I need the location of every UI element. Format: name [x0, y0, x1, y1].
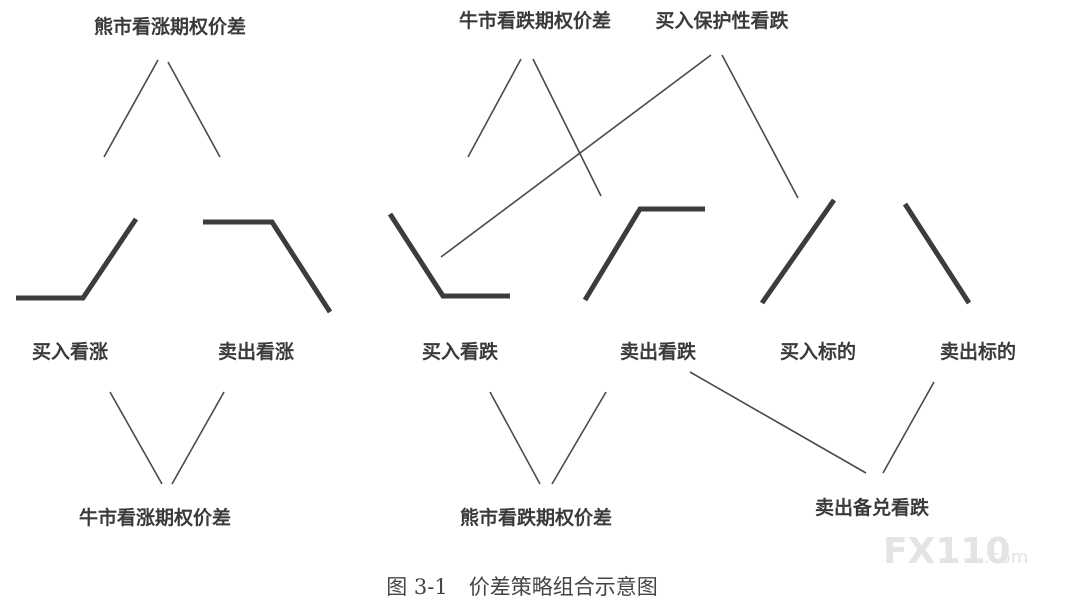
label-short-underlying: 卖出标的	[940, 340, 1016, 363]
label-bull-put-spread: 牛市看跌期权价差	[459, 9, 611, 32]
watermark-brand: FX110	[883, 531, 1011, 572]
connector-bear-call-right	[167, 61, 221, 158]
label-bear-put-spread: 熊市看跌期权价差	[460, 506, 612, 529]
label-bear-call-spread: 熊市看涨期权价差	[94, 15, 246, 38]
figure-caption: 图 3-1 价差策略组合示意图	[386, 575, 658, 599]
payoff-long-call	[16, 217, 139, 301]
label-long-call: 买入看涨	[32, 341, 108, 363]
payoff-short-underlying	[902, 202, 972, 305]
connector-protective-put-left	[440, 54, 712, 258]
watermark-suffix: .com	[984, 547, 1028, 568]
label-covered-put: 卖出备兑看跌	[815, 496, 930, 519]
label-long-put: 买入看跌	[422, 340, 499, 363]
label-bull-call-spread: 牛市看涨期权价差	[79, 506, 231, 529]
label-short-put: 卖出看跌	[620, 340, 697, 363]
connector-bull-put-left	[467, 58, 522, 158]
connector-bear-put-left	[489, 391, 541, 485]
connector-bull-call-left	[109, 391, 163, 485]
payoff-long-put	[387, 212, 510, 299]
connector-bear-call-left	[103, 59, 159, 158]
connector-covered-put-left	[689, 371, 867, 474]
label-protective-put: 买入保护性看跌	[655, 9, 789, 32]
connector-bear-put-right	[551, 391, 607, 485]
connector-bull-put-right	[532, 58, 602, 197]
fx110-watermark: FX110 .com	[883, 531, 1028, 572]
connector-covered-put-right	[882, 381, 935, 474]
payoff-short-put	[582, 206, 705, 302]
payoff-short-call	[203, 219, 333, 314]
label-long-underlying: 买入标的	[780, 340, 856, 363]
connector-protective-put-right	[721, 54, 799, 199]
connector-lines	[103, 54, 935, 485]
connector-bull-call-right	[171, 391, 225, 485]
label-short-call: 卖出看涨	[218, 340, 294, 363]
payoff-long-underlying	[759, 198, 837, 305]
